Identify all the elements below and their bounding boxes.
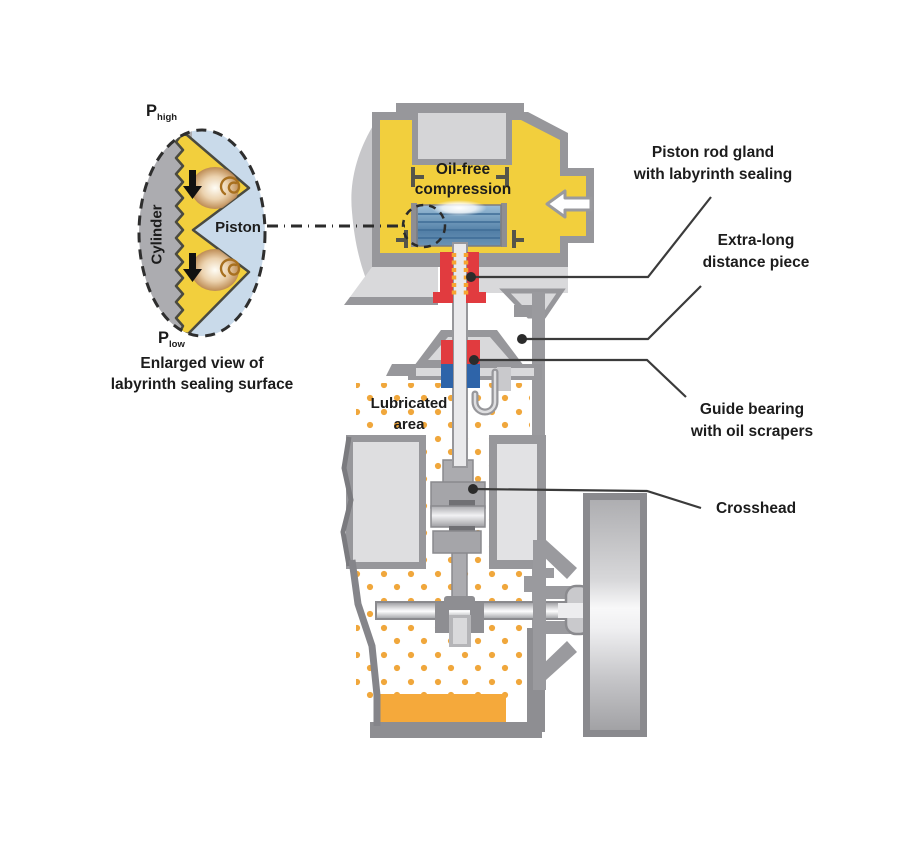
piston (411, 200, 507, 247)
casing-break-edge (351, 124, 374, 298)
crosshead-pin (430, 505, 486, 528)
guide-bearing-pads (441, 340, 480, 388)
crankshaft (375, 601, 585, 647)
crosshead (430, 459, 486, 554)
callout-crosshead: Crosshead (715, 500, 797, 517)
inlet-arrow-icon (545, 189, 593, 219)
head-flange-left (350, 267, 438, 297)
connecting-rod (444, 551, 475, 610)
flow-arrow-down-icon (183, 170, 202, 282)
zoom-region-circle (401, 203, 447, 249)
sump-oil (379, 694, 506, 723)
callout-lines (471, 196, 712, 510)
cylinder-label: Cylinder (148, 204, 166, 265)
piston-label: Piston (215, 219, 261, 236)
oil-sump (348, 559, 545, 738)
callout-piston-rod-gland: Piston rod gland with labyrinth sealing (633, 144, 793, 183)
inset-caption: Enlarged view of labyrinth sealing surfa… (110, 355, 294, 393)
head-flange-left-border (344, 297, 438, 305)
oil-scraper-blue (467, 364, 480, 388)
callout-distance-piece: Extra-long distance piece (702, 232, 810, 271)
p-high-label: Phigh (146, 102, 178, 123)
crankcase-left-wall (340, 435, 426, 569)
oil-free-compression-label: Oil-free compression (414, 161, 512, 198)
lubricated-area-label: Lubricated area (370, 395, 448, 433)
oil-scraper-blue (441, 364, 453, 388)
callout-guide-bearing: Guide bearing with oil scrapers (690, 401, 814, 440)
inset-dashed-border (137, 128, 267, 338)
callout-dots (466, 272, 527, 494)
compressor-cross-section (267, 103, 647, 738)
oil-drain-hook (471, 368, 499, 416)
p-low-label: Plow (158, 329, 185, 350)
swirl-icon (219, 176, 241, 278)
bearing-pedestal (524, 540, 592, 690)
flywheel (583, 493, 647, 737)
